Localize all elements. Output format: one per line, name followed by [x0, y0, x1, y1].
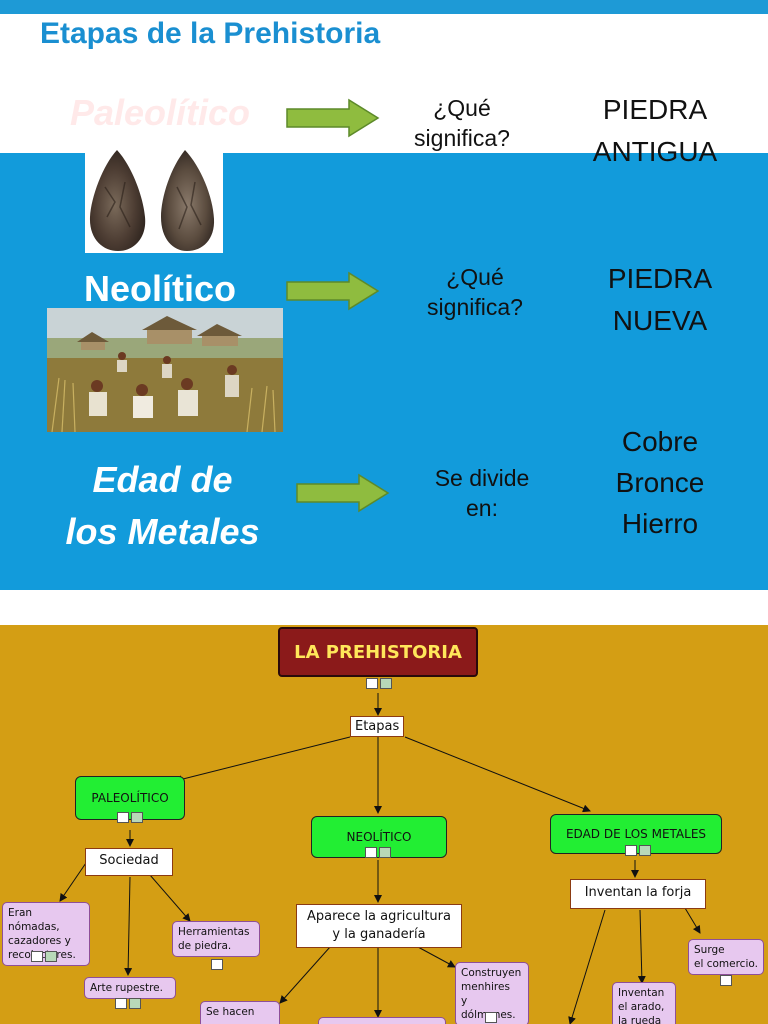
- root-resource-icons: [365, 678, 393, 689]
- node-inventan-forja[interactable]: Inventan la forja: [570, 879, 706, 909]
- stage-metal-line1: Edad de: [92, 459, 233, 500]
- note-resource-icon[interactable]: [45, 951, 57, 962]
- slide-etapas: Etapas de la Prehistoria Paleolítico ¿Qu…: [0, 0, 768, 590]
- slide-title: Etapas de la Prehistoria: [40, 17, 381, 50]
- node-se-hacen[interactable]: Se hacen: [200, 1001, 280, 1024]
- stone-tools-image: [85, 147, 223, 253]
- node-sociedad[interactable]: Sociedad: [85, 848, 173, 876]
- text-line: de piedra.: [178, 940, 232, 952]
- metal-hierro: Hierro: [621, 508, 699, 539]
- question-neolitico: ¿Qué significa?: [427, 264, 523, 320]
- image-resource-icon[interactable]: [211, 959, 223, 970]
- text-line: menhires: [461, 981, 510, 993]
- answer-metales: Cobre Bronce Hierro: [575, 421, 745, 544]
- neolithic-farming-image: [47, 308, 283, 432]
- image-resource-icon[interactable]: [485, 1012, 497, 1023]
- text-line: y la ganadería: [332, 927, 426, 942]
- image-resource-icon[interactable]: [117, 812, 129, 823]
- note-resource-icon[interactable]: [131, 812, 143, 823]
- neolitico-resource-icons: [364, 847, 392, 858]
- text-line: Herramientas: [178, 926, 250, 938]
- answer-neolitico: PIEDRA NUEVA: [607, 263, 713, 336]
- text-line: la rueda: [618, 1015, 662, 1024]
- arrow-right-icon: [286, 271, 380, 311]
- note-resource-icon[interactable]: [129, 998, 141, 1009]
- paleolitico-resource-icons: [116, 812, 144, 823]
- node-agricultura[interactable]: Aparece la agricultura y la ganadería: [296, 904, 462, 948]
- text-line: Eran nómadas,: [8, 907, 60, 933]
- node-inventan-arado[interactable]: Inventan el arado, la rueda: [612, 982, 676, 1024]
- text-line: Inventan: [618, 987, 665, 999]
- concept-map-connectors: [59, 693, 701, 1024]
- text-line: Surge: [694, 944, 725, 956]
- text-line: cazadores y: [8, 935, 71, 947]
- note-resource-icon[interactable]: [380, 678, 392, 689]
- question-metales-line2: en:: [466, 495, 498, 521]
- question-paleolitico: ¿Qué significa?: [414, 95, 510, 151]
- note-resource-icon[interactable]: [639, 845, 651, 856]
- nomadas-resource-icons: [30, 951, 58, 962]
- node-etapas[interactable]: Etapas: [350, 716, 405, 737]
- image-resource-icon[interactable]: [720, 975, 732, 986]
- arrow-right-icon: [296, 473, 390, 513]
- text-line: Construyen: [461, 967, 522, 979]
- root-node-la-prehistoria[interactable]: LA PREHISTORIA: [278, 627, 478, 677]
- arrow-right-icon: [286, 98, 380, 138]
- stage-edad-metales: Edad de los Metales: [30, 454, 295, 558]
- metales-resource-icons: [624, 845, 652, 856]
- text-line: Aparece la agricultura: [307, 909, 451, 924]
- node-surge-comercio[interactable]: Surge el comercio.: [688, 939, 764, 975]
- comercio-resource-icons: [719, 975, 733, 986]
- node-arte-rupestre[interactable]: Arte rupestre.: [84, 977, 176, 999]
- metal-bronce: Bronce: [615, 467, 705, 498]
- question-metales: Se divide en:: [412, 463, 552, 523]
- herramientas-resource-icons: [210, 959, 224, 970]
- stage-paleolitico: Paleolítico: [69, 92, 251, 133]
- node-herramientas[interactable]: Herramientas de piedra.: [172, 921, 260, 957]
- image-resource-icon[interactable]: [625, 845, 637, 856]
- image-resource-icon[interactable]: [365, 847, 377, 858]
- image-resource-icon[interactable]: [366, 678, 378, 689]
- text-line: el comercio.: [694, 958, 758, 970]
- metal-cobre: Cobre: [621, 426, 699, 457]
- image-resource-icon[interactable]: [31, 951, 43, 962]
- arte-resource-icons: [114, 998, 142, 1009]
- slide-concept-map: LA PREHISTORIA Etapas PALEOLÍTICO NEOLÍT…: [0, 625, 768, 1024]
- stage-neolitico: Neolítico: [83, 268, 236, 309]
- text-line: el arado,: [618, 1001, 665, 1013]
- construyen-resource-icons: [484, 1012, 498, 1023]
- node-partial[interactable]: [318, 1017, 446, 1024]
- image-resource-icon[interactable]: [115, 998, 127, 1009]
- note-resource-icon[interactable]: [379, 847, 391, 858]
- answer-paleolitico: PIEDRA ANTIGUA: [592, 94, 718, 167]
- node-paleolitico[interactable]: PALEOLÍTICO: [75, 776, 185, 820]
- question-metales-line1: Se divide: [434, 465, 530, 491]
- stage-metal-line2: los Metales: [65, 511, 260, 552]
- top-accent-bar: [0, 0, 768, 14]
